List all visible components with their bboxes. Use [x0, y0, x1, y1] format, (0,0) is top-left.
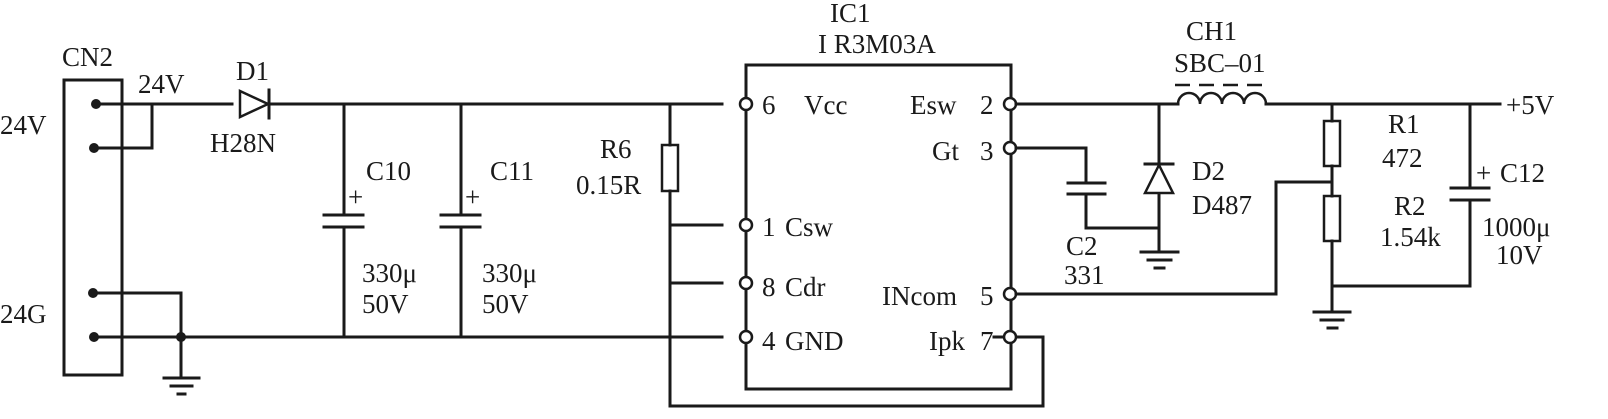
inductor-ch1: CH1 SBC–01 [1174, 16, 1502, 106]
pin-3-name: Gt [932, 136, 959, 166]
pin-4-name: GND [785, 326, 844, 356]
pin-6 [738, 96, 754, 112]
r1-ref: R1 [1388, 109, 1420, 139]
diode-d2: D2 D487 [1139, 156, 1252, 270]
connector-ref: CN2 [62, 42, 113, 72]
r1-value: 472 [1382, 143, 1423, 173]
capacitor-c11: + C11 330μ 50V [439, 102, 537, 339]
resistor-r2: R2 1.54k [1312, 191, 1441, 330]
c11-polarity: + [465, 182, 480, 212]
pin-1-name: Csw [785, 212, 834, 242]
ground-icon [1139, 250, 1180, 270]
junction-dot [176, 332, 186, 342]
c10-polarity: + [348, 182, 363, 212]
pin-1 [738, 217, 754, 233]
ic-ic1: IC1 I R3M03A 6 Vcc 1 Csw 8 Cdr 4 GND Esw… [738, 0, 1018, 391]
pin-6-name: Vcc [804, 90, 847, 120]
pin-3-num: 3 [980, 136, 994, 166]
r2-body [1322, 194, 1342, 243]
c10-voltage: 50V [362, 289, 409, 319]
ground-icon [162, 376, 201, 396]
r6-body [660, 143, 680, 193]
d2-value: D487 [1192, 190, 1252, 220]
ic-ref: IC1 [830, 0, 871, 28]
pin-4-num: 4 [762, 326, 776, 356]
pin-2-num: 2 [980, 90, 994, 120]
output-label: +5V [1506, 90, 1555, 120]
net-label-24v: 24V [138, 69, 185, 99]
c2-ref: C2 [1066, 231, 1098, 261]
pin-8-name: Cdr [785, 272, 826, 302]
c10-ref: C10 [366, 156, 411, 186]
resistor-r1: R1 472 [1322, 102, 1423, 198]
c12-voltage: 10V [1496, 240, 1543, 270]
ch1-ref: CH1 [1186, 16, 1237, 46]
pin-7-name: Ipk [929, 326, 965, 356]
pin-7-num: 7 [980, 326, 994, 356]
r2-ref: R2 [1394, 191, 1426, 221]
ch1-value: SBC–01 [1174, 48, 1266, 78]
pin-7 [1002, 329, 1018, 345]
c11-voltage: 50V [482, 289, 529, 319]
inductor-coil [1176, 91, 1268, 105]
diode-triangle [1142, 162, 1176, 195]
capacitor-c2: C2 331 [1014, 146, 1161, 290]
wire-24v-input: 24V [92, 69, 234, 150]
r1-body [1322, 119, 1342, 168]
pin-5 [1002, 286, 1018, 302]
r2-value: 1.54k [1380, 222, 1441, 252]
r6-value: 0.15R [576, 170, 641, 200]
d1-ref: D1 [236, 56, 269, 86]
pin-6-num: 6 [762, 90, 776, 120]
wire-switch-node [1014, 102, 1180, 252]
wire-ground-rail [91, 291, 724, 396]
pin-8-num: 8 [762, 272, 776, 302]
c11-value: 330μ [482, 258, 537, 288]
pin-5-num: 5 [980, 281, 994, 311]
capacitor-c12: + C12 1000μ 10V [1330, 102, 1550, 288]
c2-value: 331 [1064, 260, 1105, 290]
c12-ref: C12 [1500, 158, 1545, 188]
resistor-r6: R6 0.15R [576, 102, 1045, 408]
pin-3 [1002, 140, 1018, 156]
d1-value: H28N [210, 128, 276, 158]
pin-1-num: 1 [762, 212, 776, 242]
c12-polarity: + [1476, 158, 1491, 188]
pin-4 [738, 329, 754, 345]
pin-2-name: Esw [910, 90, 957, 120]
capacitor-c10: + C10 330μ 50V [322, 102, 417, 339]
connector-label-24v: 24V [0, 110, 47, 140]
connector-cn2: CN2 24V 24G [0, 42, 124, 377]
connector-label-24g: 24G [0, 299, 47, 329]
r6-ref: R6 [600, 134, 632, 164]
connector-body [62, 78, 124, 377]
c10-value: 330μ [362, 258, 417, 288]
pin-5-name: INcom [882, 281, 957, 311]
c12-value: 1000μ [1482, 212, 1550, 242]
wire-feedback [1014, 180, 1334, 296]
pin-8 [738, 275, 754, 291]
diode-d1: D1 H28N [210, 56, 724, 158]
pin-2 [1002, 96, 1018, 112]
ground-icon [1312, 310, 1352, 330]
diode-triangle [238, 89, 271, 119]
c11-ref: C11 [490, 156, 534, 186]
ic-part: I R3M03A [818, 29, 936, 59]
d2-ref: D2 [1192, 156, 1225, 186]
